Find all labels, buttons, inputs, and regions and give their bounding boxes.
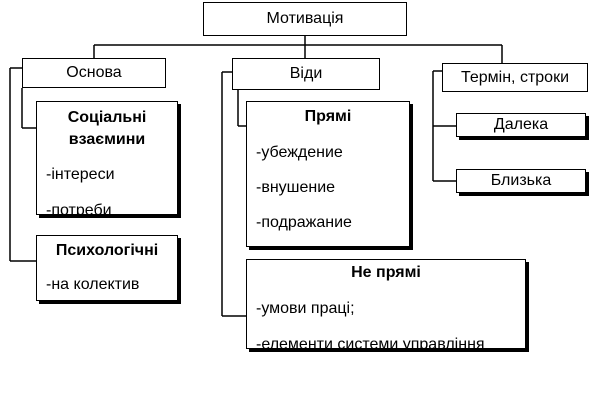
- term-near: Близька: [456, 169, 586, 193]
- psych-item-collective: -на колектив: [46, 276, 140, 293]
- direct-item-imitation: -подражание: [256, 214, 352, 231]
- social-item-interests: -інтереси: [46, 166, 115, 183]
- root-label: Мотивація: [266, 10, 344, 27]
- basis-psych-card: Психологічні -на колектив: [36, 235, 178, 301]
- indirect-title: Не прямі: [351, 264, 421, 281]
- category-term-label: Термін, строки: [460, 68, 569, 86]
- social-item-needs: -потреби: [46, 202, 112, 215]
- term-far-label: Далека: [493, 116, 549, 133]
- direct-item-suggestion: -внушение: [256, 179, 336, 196]
- direct-item-persuasion: -убеждение: [256, 144, 343, 161]
- category-types: Віди: [232, 58, 380, 90]
- social-title-line2: взаємини: [68, 131, 146, 148]
- root-node: Мотивація: [203, 2, 407, 36]
- psych-title: Психологічні: [55, 242, 159, 259]
- basis-social-card: Соціальні взаємини -інтереси -потреби: [36, 101, 178, 215]
- category-basis: Основа: [22, 58, 166, 88]
- category-term: Термін, строки: [442, 63, 588, 92]
- types-direct-card: Прямі -убеждение -внушение -подражание: [246, 101, 410, 247]
- category-basis-label: Основа: [66, 64, 122, 81]
- category-types-label: Віди: [289, 65, 323, 82]
- term-far: Далека: [456, 113, 586, 137]
- direct-title: Прямі: [304, 108, 352, 125]
- social-title-line1: Соціальні: [67, 109, 147, 126]
- indirect-item-work-conditions: -умови праці;: [256, 300, 355, 317]
- indirect-item-management-system: -елементи системи управління: [256, 336, 485, 349]
- term-near-label: Близька: [490, 172, 552, 189]
- types-indirect-card: Не прямі -умови праці; -елементи системи…: [246, 259, 526, 349]
